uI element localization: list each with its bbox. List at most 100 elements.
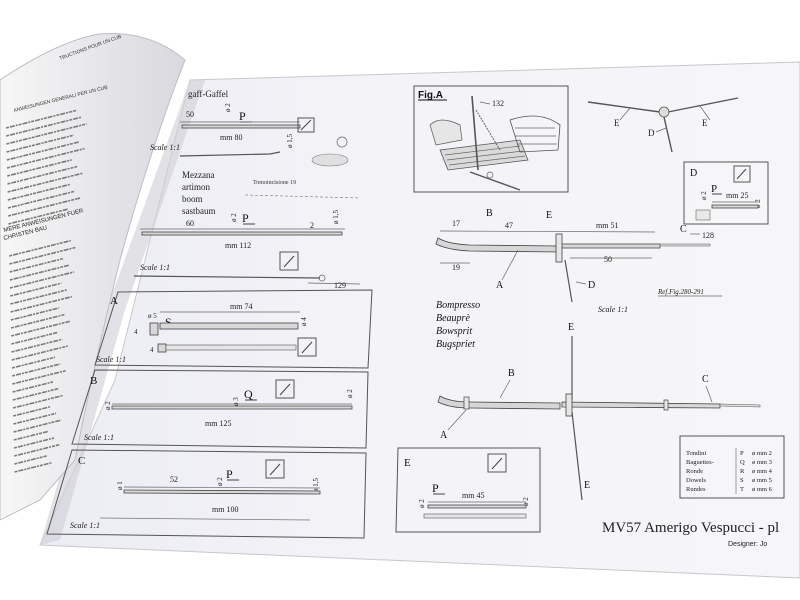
fitting-label-d: D — [648, 128, 655, 138]
fig-a-label: Fig.A — [418, 90, 443, 101]
dim-mm100: mm 100 — [212, 505, 238, 514]
booklet-text-line — [11, 331, 58, 345]
letter-p: P — [242, 211, 249, 225]
booklet-text-line — [14, 443, 60, 457]
bowsprit-drawing: 17 B 47 E mm 51 C 50 19 A D Ref.Fig.280-… — [435, 208, 722, 350]
legend-value: ø mm 5 — [752, 477, 772, 484]
booklet-text-line — [14, 455, 47, 465]
assembly-label-e-bottom: E — [584, 480, 590, 491]
dim-50: 50 — [186, 110, 194, 119]
booklet-text-line — [11, 338, 63, 353]
legend-letter: Q — [740, 459, 745, 466]
bowsprit-name-4: Bugspriet — [436, 339, 475, 350]
fig-a: Fig.A 132 — [413, 85, 569, 193]
dim-d2: ø 2 — [224, 103, 232, 112]
dim-19: 19 — [452, 263, 460, 272]
panel-a-scale: Scale 1:1 — [96, 355, 126, 364]
letter-p: P — [711, 183, 717, 195]
booklet-text-line — [12, 387, 59, 401]
assembly-label-c: C — [702, 374, 709, 385]
dim-mm51: mm 51 — [596, 221, 618, 230]
label-d: D — [588, 280, 595, 291]
assembly-drawing: E B C A E — [437, 322, 761, 501]
legend-letter: P — [740, 450, 744, 457]
panel-a: A mm 74 ø 5 S ø 4 4 4 Scale 1:1 — [94, 289, 373, 369]
dim-60: 60 — [186, 219, 194, 228]
booklet-text-line — [9, 264, 69, 281]
panel-d: D ø 2 P mm 25 ø 2 128 — [683, 161, 769, 240]
dim-2: 2 — [310, 221, 314, 230]
dim-d15: ø 1,5 — [332, 210, 340, 225]
booklet-text-line — [10, 313, 65, 329]
booklet-text-line — [13, 430, 49, 441]
booklet-text-line — [10, 295, 73, 313]
dim-17: 17 — [452, 219, 460, 228]
dim-129: 129 — [334, 281, 346, 290]
label-b: B — [486, 208, 493, 219]
plan-title: MV57 Amerigo Vespucci - pl — [602, 520, 779, 536]
panel-d-label: D — [690, 168, 697, 179]
dim-d4: ø 4 — [300, 317, 308, 326]
booklet-text-line — [10, 307, 60, 321]
legend-name: Rundes — [686, 486, 706, 493]
legend-name: Dowels — [686, 477, 706, 484]
mast-name-2: artimon — [182, 182, 210, 192]
dim-d2b: ø 2 — [754, 199, 762, 208]
legend-letter: S — [740, 477, 744, 484]
gaff-caption: Tomoincisione 19 — [253, 180, 296, 186]
dim-52: 52 — [170, 475, 178, 484]
assembly-label-b: B — [508, 368, 515, 379]
label-c: C — [680, 224, 687, 235]
legend-name: Tondini — [686, 450, 706, 457]
ref-128: 128 — [702, 231, 714, 240]
dim-mm45: mm 45 — [462, 491, 484, 500]
booklet-text-line — [12, 394, 64, 409]
booklet-text-line — [9, 246, 77, 265]
dim-mm74: mm 74 — [230, 302, 252, 311]
dim-d2b: ø 2 — [346, 389, 354, 398]
booklet-text-line — [13, 419, 62, 433]
label-e: E — [546, 210, 552, 221]
dim-d15: ø 1,5 — [286, 134, 294, 149]
mast-name-1: Mezzana — [182, 170, 214, 180]
booklet-text-line — [10, 289, 67, 305]
dim-47: 47 — [505, 221, 513, 230]
legend-value: ø mm 3 — [752, 459, 772, 466]
booklet-text-line — [9, 239, 71, 257]
booklet-text-line — [12, 381, 54, 393]
booklet-text-line — [9, 271, 75, 289]
bowsprit-name-2: Beauprè — [436, 313, 470, 324]
dim-d1: ø 1 — [116, 481, 124, 490]
booklet-text-line — [7, 190, 76, 209]
ref-fig: Ref.Fig.280-291 — [657, 288, 704, 296]
booklet-text-line — [6, 147, 85, 169]
panel-b-scale: Scale 1:1 — [84, 433, 114, 442]
legend-letter: R — [740, 468, 745, 475]
booklet-text-line — [9, 257, 64, 273]
label-a: A — [496, 280, 504, 291]
dim-d2: ø 2 — [216, 477, 224, 486]
dim-mm112: mm 112 — [225, 241, 251, 250]
booklet-text-line — [6, 123, 87, 145]
legend-letter: T — [740, 486, 744, 493]
dim-d2: ø 2 — [230, 213, 238, 222]
dim-mm80: mm 80 — [220, 133, 242, 142]
booklet-text-line — [7, 165, 78, 185]
top-right-fitting: E E D — [587, 97, 739, 153]
booklet-text-line — [10, 282, 62, 297]
dim-50: 50 — [604, 255, 612, 264]
booklet-text-line — [6, 141, 80, 161]
booklet-text-line — [11, 356, 56, 369]
booklet-text-line — [8, 197, 81, 217]
dim-d15: ø 1,5 — [312, 478, 320, 493]
panel-e-label: E — [404, 457, 411, 469]
plan-sheet — [39, 61, 800, 579]
booklet-text-line — [8, 208, 68, 225]
panel-c-scale: Scale 1:1 — [70, 521, 100, 530]
panel-c-label: C — [78, 455, 85, 467]
bowsprit-name-3: Bowsprit — [436, 326, 472, 337]
letter-p: P — [432, 481, 439, 495]
gaff-scale: Scale 1:1 — [150, 143, 180, 152]
